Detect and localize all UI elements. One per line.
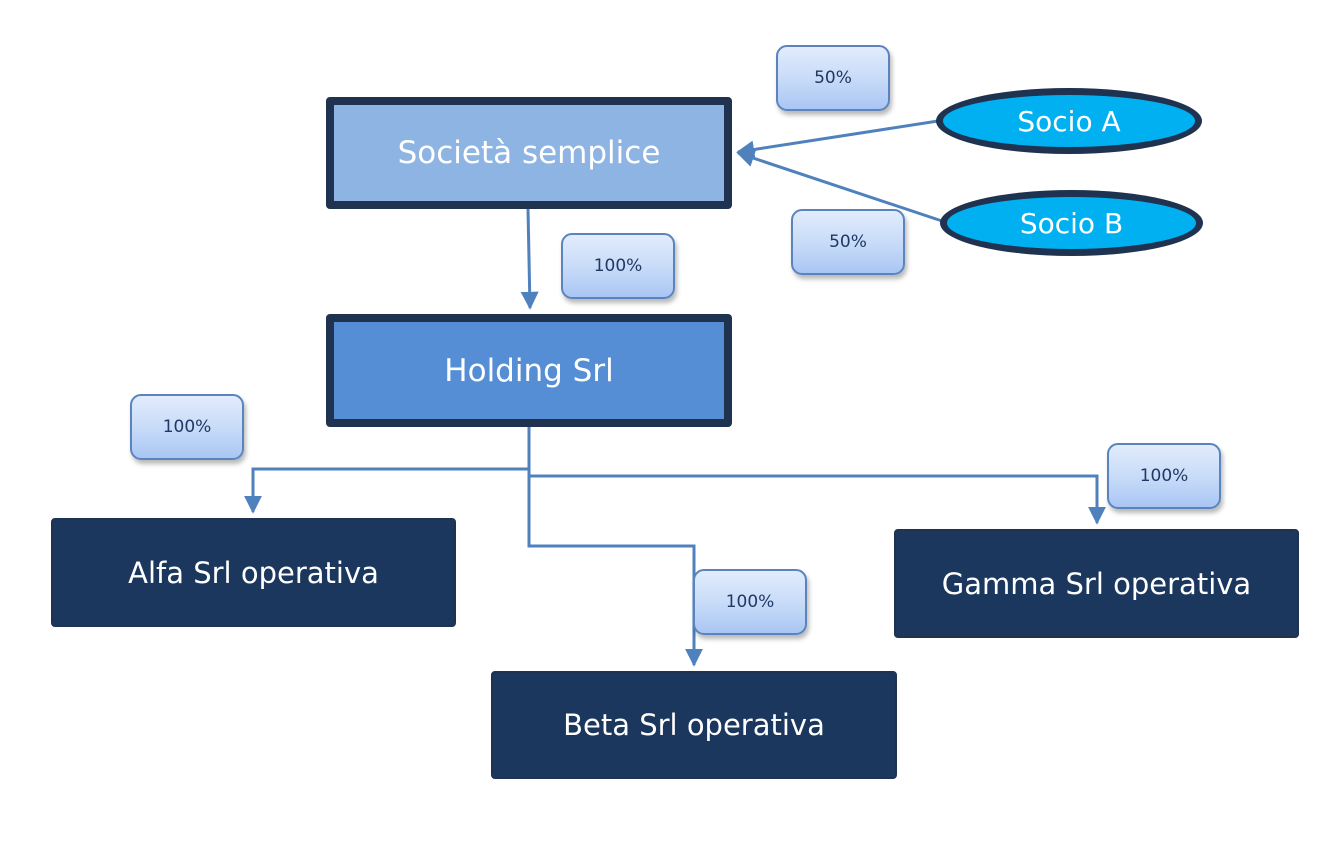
node-label: Socio B (1019, 206, 1124, 240)
node-label: Alfa Srl operativa (128, 555, 379, 590)
share-label-holding-gamma: 100% (1107, 443, 1221, 509)
edge-socio-b-to-societa (736, 149, 943, 223)
edge-holding-to-beta (527, 476, 703, 667)
share-value: 50% (814, 68, 852, 88)
node-label: Socio A (1017, 104, 1121, 138)
edge-societa-to-holding (520, 208, 539, 310)
node-beta-srl-operativa: Beta Srl operativa (491, 671, 897, 779)
node-label: Società semplice (397, 135, 661, 171)
edge-holding-to-alfa (244, 427, 531, 514)
share-label-holding-alfa: 100% (130, 394, 244, 460)
share-value: 100% (593, 256, 643, 276)
share-label-socio-b: 50% (791, 209, 905, 275)
share-label-holding-beta: 100% (693, 569, 807, 635)
node-socio-a: Socio A (936, 88, 1202, 154)
edge-socio-a-to-societa (736, 119, 939, 159)
node-label: Holding Srl (444, 352, 614, 389)
node-label: Gamma Srl operativa (941, 566, 1252, 601)
node-socio-b: Socio B (940, 190, 1203, 256)
share-value: 50% (829, 232, 867, 252)
edge-holding-to-gamma (527, 469, 1106, 525)
share-value: 100% (1139, 466, 1189, 486)
node-gamma-srl-operativa: Gamma Srl operativa (894, 529, 1299, 638)
share-label-socio-a: 50% (776, 45, 890, 111)
node-label: Beta Srl operativa (563, 708, 825, 742)
share-value: 100% (725, 592, 775, 612)
node-alfa-srl-operativa: Alfa Srl operativa (51, 518, 456, 627)
node-societa-semplice: Società semplice (326, 97, 732, 209)
share-label-societa-holding: 100% (561, 233, 675, 299)
share-value: 100% (162, 417, 212, 437)
node-holding-srl: Holding Srl (326, 314, 732, 427)
